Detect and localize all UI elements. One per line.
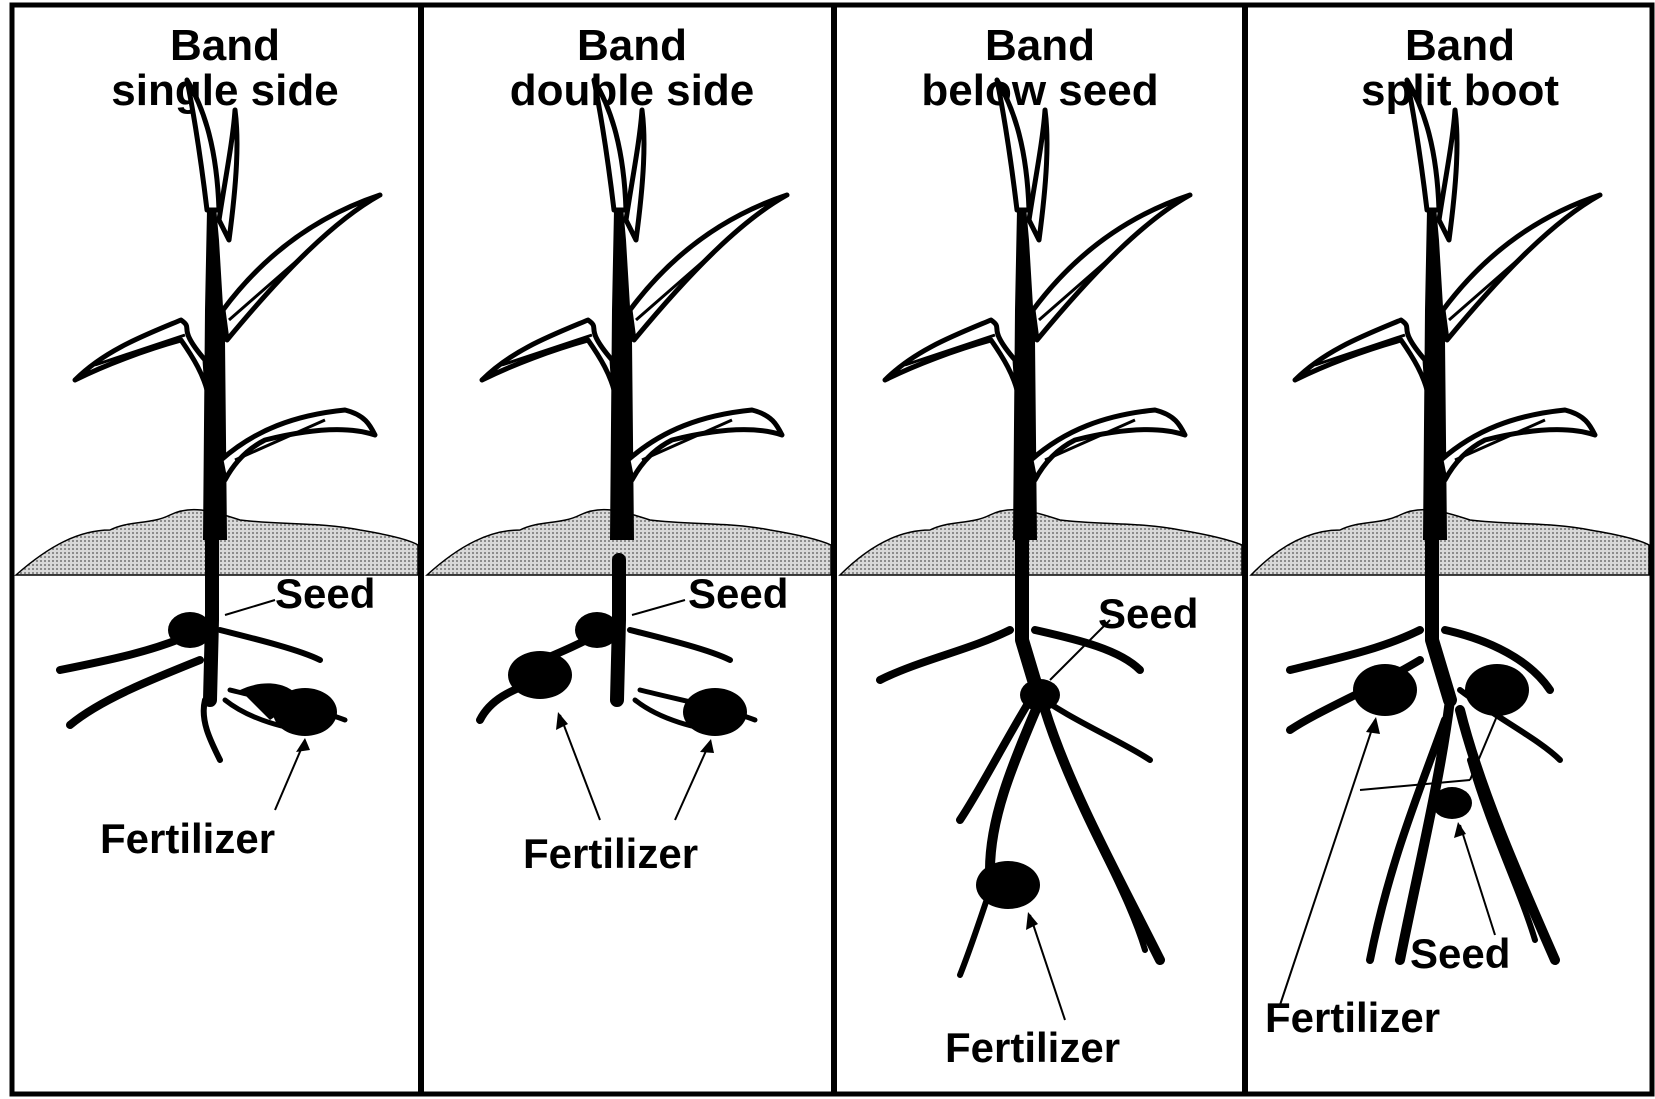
panel-title: Band <box>170 21 280 70</box>
panel-subtitle: split boot <box>1361 66 1559 115</box>
seed-label: Seed <box>1098 590 1198 637</box>
panel-split-boot: Band split boot Seed Fertilizer <box>1251 21 1649 1041</box>
fertilizer-mark <box>1353 664 1417 716</box>
seed-mark <box>1020 679 1060 711</box>
panel-title: Band <box>985 21 1095 70</box>
fertilizer-label: Fertilizer <box>1265 994 1440 1041</box>
seed-label: Seed <box>688 570 788 617</box>
roots <box>1290 540 1560 960</box>
fertilizer-label: Fertilizer <box>945 1024 1120 1071</box>
fertilizer-mark <box>683 688 747 736</box>
panel-title: Band <box>1405 21 1515 70</box>
panel-below-seed: Band below seed Seed Fertilizer <box>840 21 1242 1071</box>
seed-mark <box>168 612 212 648</box>
panel-subtitle: double side <box>510 66 754 115</box>
fertilizer-mark <box>976 861 1040 909</box>
fertilizer-label: Fertilizer <box>100 815 275 862</box>
seed-mark <box>1432 787 1472 819</box>
soil-mound <box>1251 510 1649 575</box>
panel-subtitle: below seed <box>921 66 1158 115</box>
fertilizer-mark <box>508 651 572 699</box>
panel-single-side: Band single side Seed Fertilizer <box>16 21 418 862</box>
panel-double-side: Band double side Seed Fertilizer <box>427 21 831 877</box>
panel-subtitle: single side <box>111 66 338 115</box>
panel-title: Band <box>577 21 687 70</box>
soil-mound <box>840 510 1242 575</box>
seed-label: Seed <box>275 570 375 617</box>
fertilizer-label: Fertilizer <box>523 830 698 877</box>
seed-label: Seed <box>1410 930 1510 977</box>
fertilizer-mark <box>1465 664 1529 716</box>
seed-mark <box>575 612 619 648</box>
